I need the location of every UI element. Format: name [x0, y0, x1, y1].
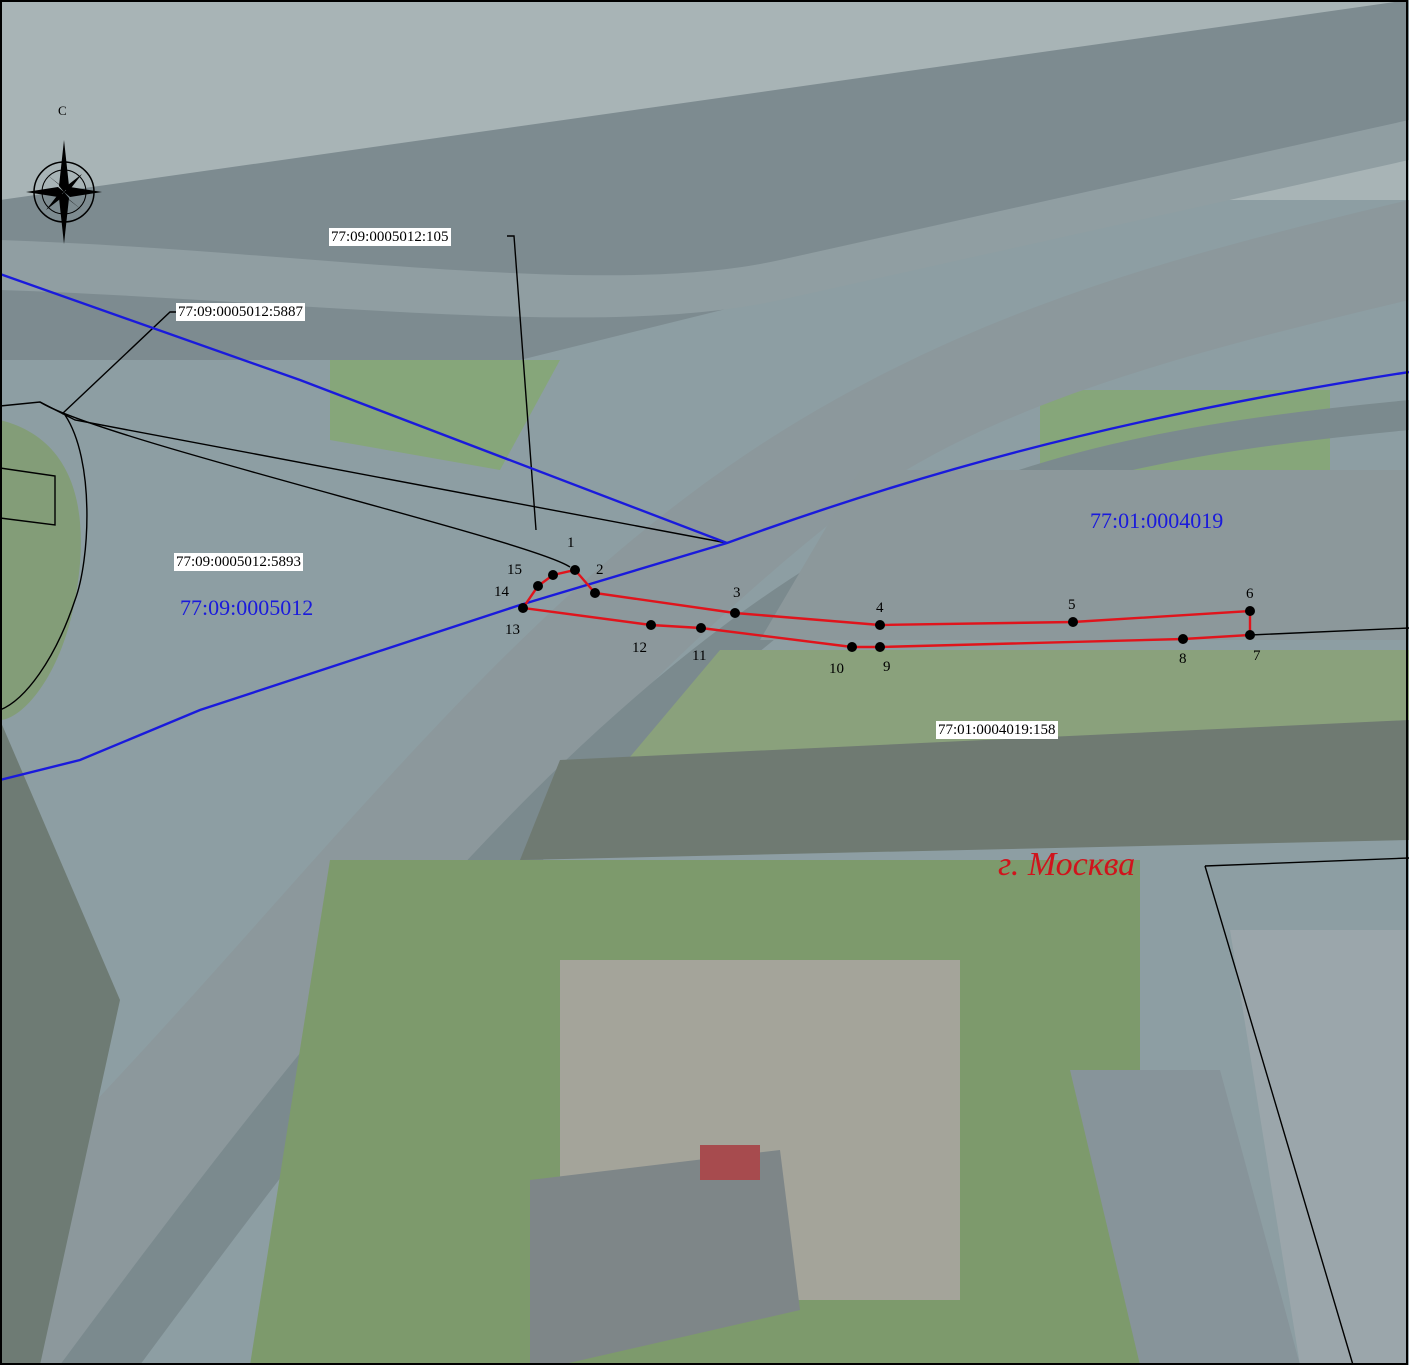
- green-area: [330, 360, 560, 470]
- road-lane: [0, 120, 1409, 318]
- point-label: 4: [876, 600, 884, 616]
- vertex-2[interactable]: [590, 588, 600, 598]
- parcel-label-5893[interactable]: 77:09:0005012:5893: [174, 553, 304, 571]
- vertex-5[interactable]: [1068, 617, 1078, 627]
- quarter-line: [0, 370, 1409, 782]
- point-label: 9: [883, 659, 891, 675]
- north-label: С: [58, 103, 67, 118]
- leader-line: [507, 235, 537, 531]
- vertex-3[interactable]: [730, 608, 740, 618]
- flyover-lane: [60, 400, 1409, 1365]
- vertex-8[interactable]: [1178, 634, 1188, 644]
- point-label: 6: [1246, 586, 1254, 602]
- building-plot: [1230, 930, 1409, 1365]
- compass-rose-icon: [26, 140, 102, 244]
- vertex-7[interactable]: [1245, 630, 1255, 640]
- point-label: 10: [829, 661, 844, 677]
- parcel-label-158[interactable]: 77:01:0004019:158: [936, 721, 1058, 739]
- parcel-label-5887[interactable]: 77:09:0005012:5887: [176, 303, 306, 321]
- parcel-boundaries: [0, 235, 1409, 1365]
- boundary-polygon: [520, 568, 1252, 649]
- point-label: 13: [505, 622, 520, 638]
- parcel-line: [0, 414, 88, 711]
- vertex-11[interactable]: [696, 623, 706, 633]
- quarter-label-left[interactable]: 77:09:0005012: [180, 595, 314, 620]
- point-label: 8: [1179, 651, 1187, 667]
- railway: [520, 720, 1409, 860]
- vertex-1[interactable]: [570, 565, 580, 575]
- point-label: 2: [596, 562, 604, 578]
- vertex-15[interactable]: [548, 570, 558, 580]
- city-label: г. Москва: [998, 846, 1136, 883]
- left-shade: [0, 720, 120, 1365]
- quarter-label-right[interactable]: 77:01:0004019: [1090, 508, 1224, 533]
- parcel-line: [0, 467, 56, 526]
- quarter-boundaries: [0, 272, 1409, 782]
- quarter-line: [0, 272, 728, 545]
- point-label: 11: [692, 648, 707, 664]
- flyover-road: [0, 200, 1409, 1365]
- parcel-line: [1204, 865, 1354, 1365]
- leader-line: [61, 311, 176, 415]
- building-roof-red: [700, 1145, 760, 1180]
- vertex-4[interactable]: [875, 620, 885, 630]
- vertex-6[interactable]: [1245, 606, 1255, 616]
- lower-road: [760, 470, 1409, 640]
- point-label: 15: [507, 562, 522, 578]
- point-label: 1: [567, 535, 575, 551]
- parcel-line: [39, 401, 571, 568]
- point-label: 5: [1068, 597, 1076, 613]
- vertex-14[interactable]: [533, 581, 543, 591]
- vertex-10[interactable]: [847, 642, 857, 652]
- parcel-label-105[interactable]: 77:09:0005012:105: [329, 228, 451, 246]
- building-warehouse: [530, 1150, 800, 1365]
- point-label: 12: [632, 640, 647, 656]
- parcel-line: [1204, 857, 1409, 867]
- building-block: [1070, 1070, 1300, 1365]
- parcel-line: [1249, 627, 1409, 636]
- point-label: 7: [1253, 648, 1261, 664]
- point-label: 3: [733, 585, 741, 601]
- vertex-13[interactable]: [518, 603, 528, 613]
- vertex-9[interactable]: [875, 642, 885, 652]
- point-label: 14: [494, 584, 509, 600]
- vertex-12[interactable]: [646, 620, 656, 630]
- boundary-vertices: [518, 565, 1255, 652]
- left-green: [0, 420, 81, 720]
